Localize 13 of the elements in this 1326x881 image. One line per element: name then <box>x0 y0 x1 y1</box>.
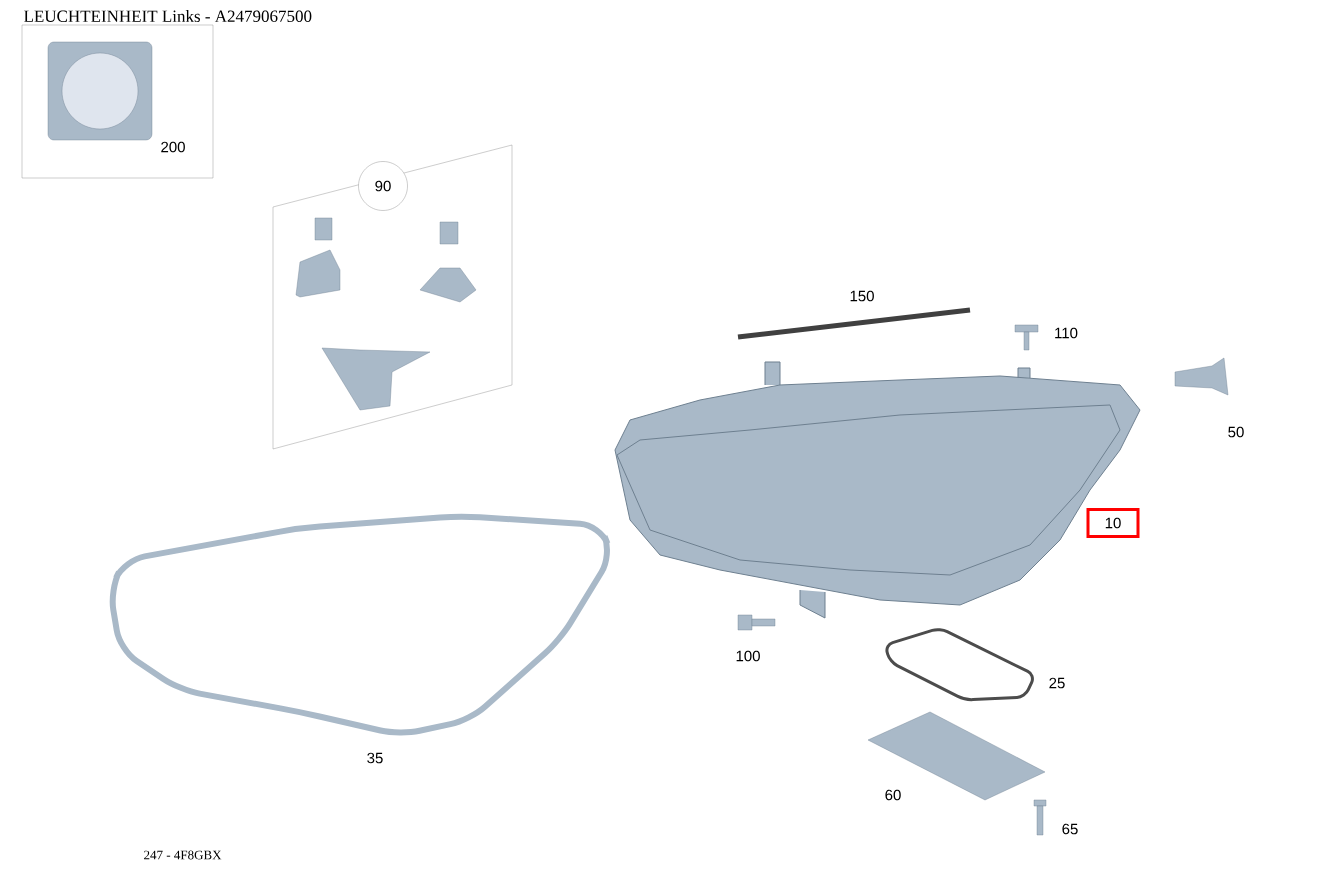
callout-number: 60 <box>885 789 901 801</box>
callout-number: 25 <box>1049 677 1065 689</box>
callout-number: 110 <box>1055 327 1078 339</box>
callout-number: 35 <box>367 752 383 764</box>
callout-number: 65 <box>1062 823 1078 835</box>
inset-box: 200 <box>21 24 214 179</box>
parts-panel: 90 <box>272 144 513 450</box>
callout-number: 100 <box>736 650 760 662</box>
footer-text: 247 - 4F8GBX <box>144 850 222 860</box>
title: LEUCHTEINHEIT Links - A2479067500 <box>24 10 312 22</box>
callout-number: 50 <box>1228 426 1244 438</box>
callout-number: 150 <box>850 290 874 302</box>
highlight-box: 10 <box>1086 508 1140 538</box>
